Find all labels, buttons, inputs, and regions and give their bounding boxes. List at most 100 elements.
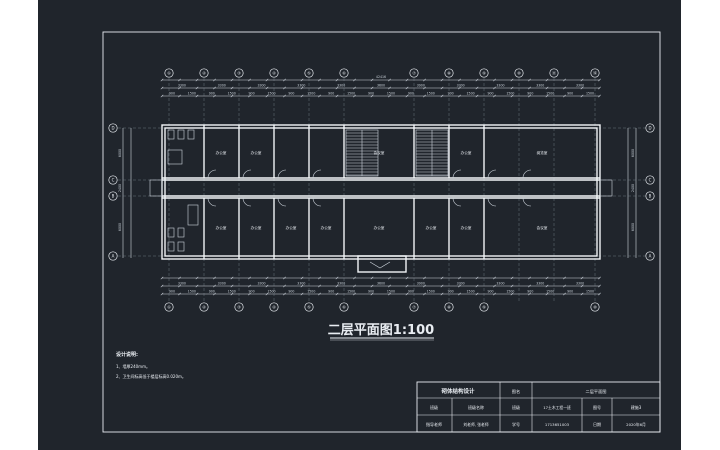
door-swing — [522, 169, 532, 179]
dimension-text: 3300 — [536, 84, 544, 88]
dimension-text: 3900 — [417, 84, 425, 88]
axis-bubble-top: ⑧ — [444, 68, 454, 78]
axis-bubble-circle — [444, 302, 454, 312]
axis-bubble-label: ① — [167, 70, 171, 75]
dimension-text: 900 — [209, 92, 215, 96]
room-label: 办公室 — [251, 150, 262, 155]
dimension-ticks: 3300330033003300330033003300330033003300… — [118, 78, 635, 296]
dimension-tick — [213, 78, 216, 82]
axis-bubble-top: ⑪ — [549, 68, 559, 78]
dimension-tick — [423, 86, 426, 90]
dimension-tick — [440, 284, 444, 288]
dimension-tick — [493, 276, 496, 280]
axis-bubble-circle — [590, 302, 600, 312]
dimension-text: 900 — [249, 290, 255, 294]
tb-value: 建施3 — [631, 404, 642, 410]
tb-project: 砌体结构设计 — [440, 387, 475, 395]
dimension-tick — [335, 292, 339, 296]
dimension-tick — [160, 292, 164, 296]
dimension-tick — [230, 292, 234, 296]
dimension-tick — [545, 292, 549, 296]
door-swing — [207, 197, 217, 207]
tb-drawing-name: 二层平面图 — [586, 389, 607, 395]
dimension-tick — [353, 94, 356, 98]
axis-bubble-circle — [645, 191, 655, 201]
dimension-tick — [475, 292, 479, 296]
axis-bubble-circle — [479, 68, 489, 78]
dimension-text: 1500 — [586, 92, 594, 96]
dimension-tick — [545, 78, 549, 82]
dimension-tick — [405, 276, 409, 280]
axis-bubble-right: B — [645, 191, 655, 201]
dimension-text: 3600 — [377, 282, 385, 286]
dimension-tick — [528, 94, 531, 98]
dimension-tick — [283, 94, 286, 98]
dimension-tick — [370, 78, 374, 82]
dimension-text: 1500 — [506, 92, 514, 96]
dimension-text: 1500 — [467, 290, 475, 294]
dimension-tick — [440, 276, 444, 280]
dimension-text: 900 — [288, 290, 294, 294]
dimension-tick — [160, 86, 164, 90]
dimension-tick — [458, 86, 461, 90]
dimension-tick — [423, 284, 426, 288]
dimension-text: 900 — [368, 290, 374, 294]
dimension-tick — [580, 94, 584, 98]
axis-bubble-bottom: ① — [164, 302, 174, 312]
dimension-text: 3300 — [536, 282, 544, 286]
dimension-lines: 42416 — [122, 75, 637, 295]
dimension-tick — [178, 276, 181, 280]
axis-bubble-circle — [269, 68, 279, 78]
room-label: 办公室 — [286, 225, 297, 230]
axis-bubble-bottom: ⑧ — [444, 302, 454, 312]
axis-bubble-circle — [164, 302, 174, 312]
dimension-text: 3300 — [257, 84, 265, 88]
tb-label: 学号 — [512, 421, 520, 427]
dimension-tick — [563, 86, 566, 90]
dimension-tick — [300, 276, 304, 280]
dimension-text: 3300 — [496, 282, 504, 286]
door-swing — [242, 169, 252, 179]
axis-bubble-circle — [645, 175, 655, 185]
dimension-tick — [335, 276, 339, 280]
door-swing — [277, 197, 287, 207]
dimension-text: 3300 — [496, 84, 504, 88]
room-label: 办公室 — [251, 225, 262, 230]
dimension-tick — [388, 292, 391, 296]
room-label: 办公室 — [461, 150, 472, 155]
dimension-tick — [458, 276, 461, 280]
dimension-tick — [405, 86, 409, 90]
dimension-text: 900 — [487, 290, 493, 294]
dimension-tick — [580, 86, 584, 90]
dimension-text: 1500 — [467, 92, 475, 96]
dimension-tick — [370, 284, 374, 288]
dimension-tick — [475, 78, 479, 82]
axis-bubble-label: ⑦ — [412, 304, 416, 309]
dimension-text: 900 — [368, 92, 374, 96]
room-label: 办公室 — [216, 225, 227, 230]
dimension-tick — [388, 94, 391, 98]
dimension-tick — [283, 78, 286, 82]
tb-label: 班级 — [430, 404, 438, 410]
axis-bubble-label: ⑤ — [307, 70, 311, 75]
dimension-text: 1500 — [387, 92, 395, 96]
axis-bubble-label: D — [648, 125, 651, 130]
dimension-tick — [265, 94, 269, 98]
axis-bubble-top: ③ — [234, 68, 244, 78]
axis-bubble-label: ⑪ — [552, 69, 556, 75]
dimension-tick — [440, 94, 444, 98]
axis-bubble-label: ③ — [237, 304, 241, 309]
dimension-text: 3300 — [178, 282, 186, 286]
dimension-tick — [423, 78, 426, 82]
dimension-tick — [475, 94, 479, 98]
dimension-tick — [370, 292, 374, 296]
axis-bubble-bottom: ⑦ — [409, 302, 419, 312]
dimension-tick — [388, 276, 391, 280]
dimension-text: 1500 — [506, 290, 514, 294]
dimension-tick — [178, 86, 181, 90]
axis-bubble-bottom: ② — [199, 302, 209, 312]
dimension-tick — [195, 78, 199, 82]
dimension-tick — [248, 292, 251, 296]
